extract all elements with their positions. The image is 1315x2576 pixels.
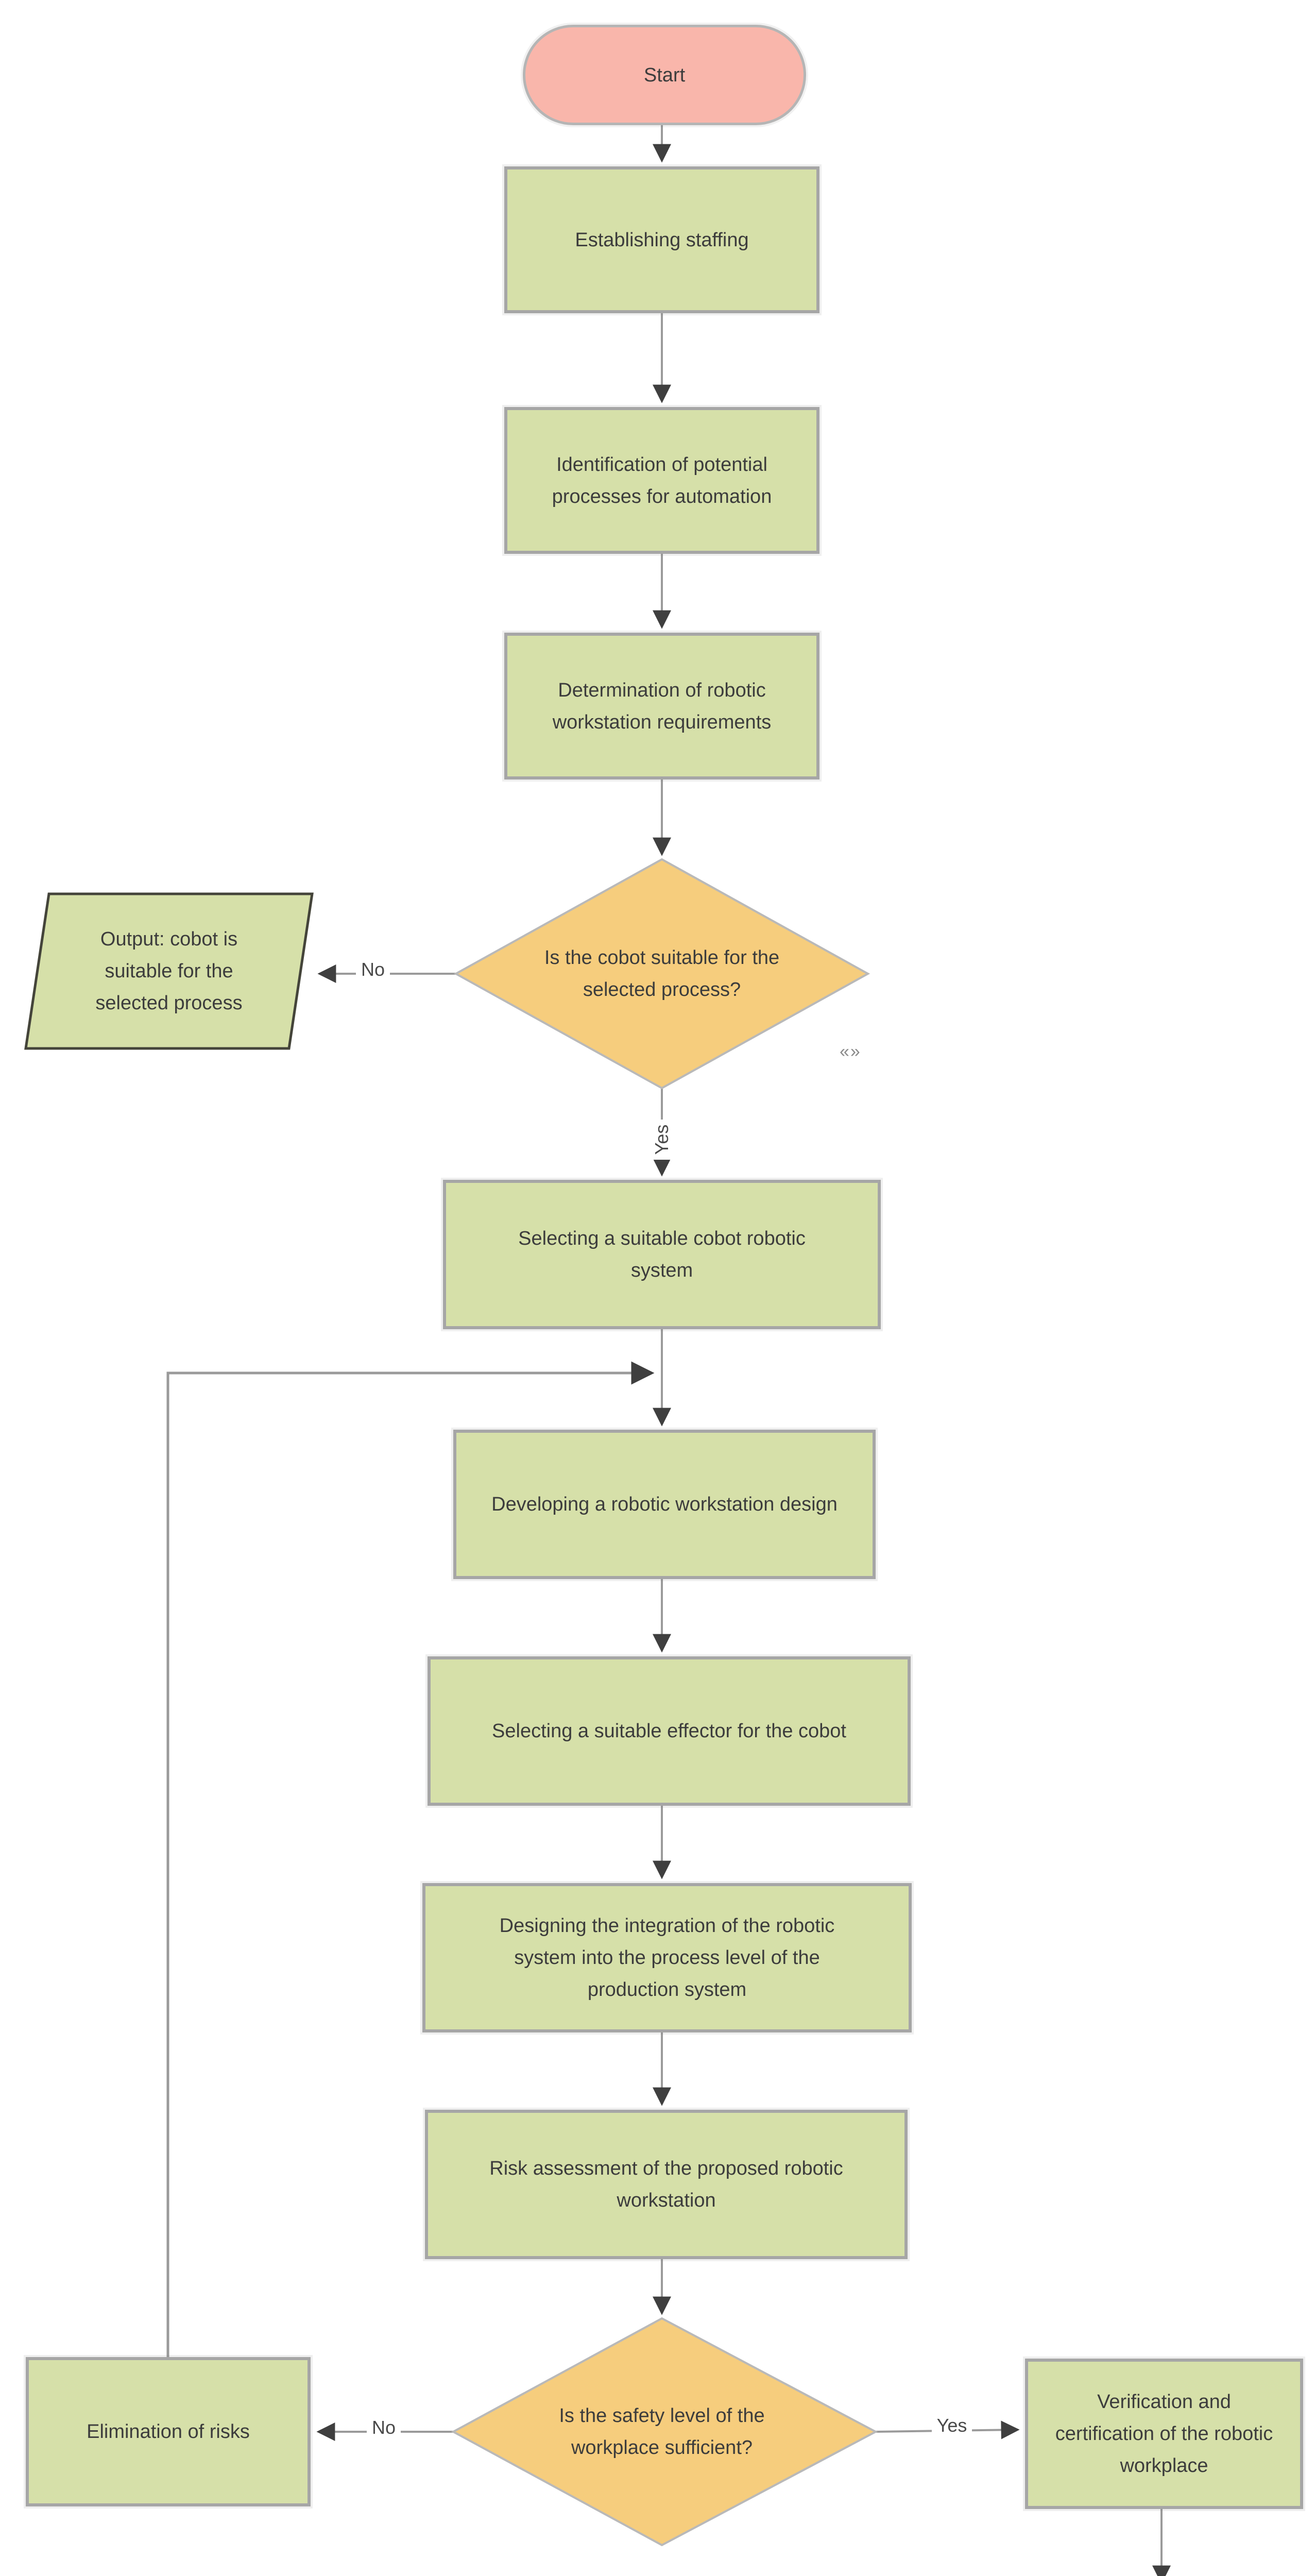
edge-label-safety-no: No	[353, 2412, 415, 2443]
process-designing-integration: Designing the integration of the robotic…	[422, 1883, 912, 2032]
edge-label-cobot-no: No	[342, 954, 404, 985]
process-label: Developing a robotic workstation design	[491, 1494, 838, 1515]
process-label: Establishing staffing	[575, 229, 749, 251]
process-label: Elimination of risks	[87, 2421, 250, 2443]
process-selecting-system: Selecting a suitable cobot robotic syste…	[443, 1180, 881, 1329]
decision-safety-level-shape	[451, 2317, 878, 2547]
edge-elimination-loop-to-spine	[166, 1361, 655, 2357]
process-elimination-risks: Elimination of risks	[26, 2357, 311, 2506]
process-label: Risk assessment of the proposed robotic …	[489, 2158, 843, 2211]
annotation-glyph: «»	[840, 1042, 861, 1061]
process-label: Selecting a suitable cobot robotic syste…	[518, 1228, 806, 1281]
process-label: Identification of potential processes fo…	[552, 453, 772, 507]
process-label: Selecting a suitable effector for the co…	[492, 1720, 846, 1742]
output-parallelogram-shape	[24, 892, 314, 1050]
edge-label-safety-yes: Yes	[916, 2410, 988, 2441]
process-developing-design: Developing a robotic workstation design	[453, 1430, 876, 1579]
process-verification: Verification and certification of the ro…	[1025, 2359, 1303, 2509]
decision-cobot-suitable-shape	[453, 858, 870, 1090]
process-label: Designing the integration of the robotic…	[499, 1915, 835, 2001]
decision-cobot-suitable-text: Is the cobot suitable for the selected p…	[544, 947, 780, 1001]
process-determination: Determination of robotic workstation req…	[504, 633, 819, 779]
process-label: Verification and certification of the ro…	[1055, 2391, 1273, 2477]
process-identification: Identification of potential processes fo…	[504, 407, 819, 554]
output-parallelogram-text: Output: cobot is suitable for the select…	[95, 928, 243, 1014]
process-selecting-effector: Selecting a suitable effector for the co…	[428, 1656, 911, 1806]
process-establishing-staffing: Establishing staffing	[504, 166, 819, 313]
edge-label-cobot-yes: Yes	[646, 1101, 677, 1178]
start-label: Start	[643, 64, 686, 86]
process-label: Determination of robotic workstation req…	[552, 679, 772, 733]
start-node: Start	[523, 25, 806, 125]
decision-safety-level-text: Is the safety level of the workplace suf…	[559, 2405, 765, 2459]
process-risk-assessment: Risk assessment of the proposed robotic …	[425, 2110, 908, 2259]
